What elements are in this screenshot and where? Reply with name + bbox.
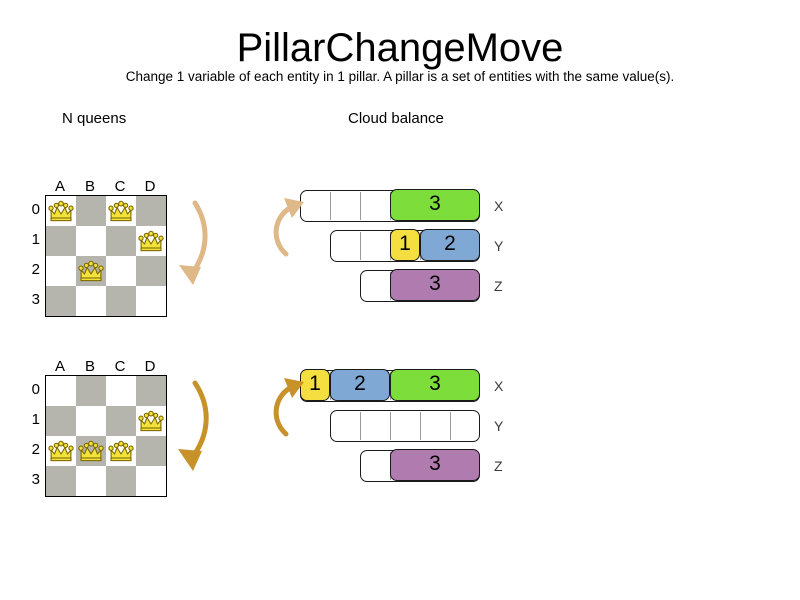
board-cell-D2-after[interactable]: [136, 436, 166, 466]
board-cell-A3-after[interactable]: [46, 466, 76, 496]
process-chip-2-y-before[interactable]: 2: [420, 228, 480, 261]
board-cell-A1-after[interactable]: [46, 406, 76, 436]
board-row-label-2-after: 2: [31, 441, 40, 458]
board-row-label-3-before: 3: [31, 291, 40, 308]
process-chip-3-x-after[interactable]: 3: [390, 368, 480, 401]
queen-icon[interactable]: [48, 199, 74, 223]
board-grid-before: [45, 195, 167, 317]
queen-icon[interactable]: [108, 439, 134, 463]
process-chip-3-z-before[interactable]: 3: [390, 268, 480, 301]
board-cell-A3-before[interactable]: [46, 286, 76, 316]
bar-divider: [449, 412, 451, 440]
board-column-label-a-before: A: [54, 178, 65, 195]
board-column-label-c-before: C: [114, 178, 126, 195]
board-cell-B3-before[interactable]: [76, 286, 106, 316]
board-cell-B3-after[interactable]: [76, 466, 106, 496]
board-column-label-b-after: B: [84, 358, 95, 375]
board-row-label-1-before: 1: [31, 231, 40, 248]
board-row-label-0-after: 0: [31, 381, 40, 398]
board-cell-A0-before[interactable]: [46, 196, 76, 226]
computer-label-z-before: Z: [494, 278, 503, 294]
row-labels-after: 0 1 2 3: [20, 375, 42, 495]
board-column-label-d-before: D: [144, 178, 156, 195]
computer-label-x-after: X: [494, 378, 504, 394]
board-cell-B1-before[interactable]: [76, 226, 106, 256]
process-chip-2-x-after[interactable]: 2: [330, 368, 390, 401]
board-cell-D0-after[interactable]: [136, 376, 166, 406]
bar-divider: [359, 192, 361, 220]
cloud-row-y-after: Y: [265, 410, 525, 444]
bar-divider: [359, 412, 361, 440]
queen-icon[interactable]: [108, 199, 134, 223]
curved-arrow-down-icon: [165, 375, 215, 480]
bar-divider: [419, 412, 421, 440]
queen-icon[interactable]: [138, 229, 164, 253]
bar-divider: [359, 232, 361, 260]
board-row-label-3-after: 3: [31, 471, 40, 488]
page-subtitle: Change 1 variable of each entity in 1 pi…: [125, 69, 675, 84]
process-chip-1-x-after[interactable]: 1: [300, 368, 330, 401]
section-caption-nqueens: N queens: [62, 110, 127, 127]
computer-label-y-after: Y: [494, 418, 504, 434]
board-cell-B2-before[interactable]: [76, 256, 106, 286]
board-cell-B2-after[interactable]: [76, 436, 106, 466]
queen-icon[interactable]: [78, 439, 104, 463]
board-cell-D1-after[interactable]: [136, 406, 166, 436]
column-labels-before: A B C D: [45, 178, 165, 196]
board-column-label-d-after: D: [144, 358, 156, 375]
queen-icon[interactable]: [78, 259, 104, 283]
curved-arrow-down-icon: [165, 195, 215, 295]
board-cell-A2-after[interactable]: [46, 436, 76, 466]
board-cell-C1-before[interactable]: [106, 226, 136, 256]
board-cell-C2-before[interactable]: [106, 256, 136, 286]
board-cell-A0-after[interactable]: [46, 376, 76, 406]
section-caption-cloud: Cloud balance: [348, 110, 444, 127]
board-cell-B0-after[interactable]: [76, 376, 106, 406]
board-cell-A2-before[interactable]: [46, 256, 76, 286]
board-cell-D1-before[interactable]: [136, 226, 166, 256]
queen-icon[interactable]: [48, 439, 74, 463]
curved-arrow-up-icon: [268, 372, 314, 444]
board-cell-D0-before[interactable]: [136, 196, 166, 226]
process-chip-3-z-after[interactable]: 3: [390, 448, 480, 481]
board-cell-C0-after[interactable]: [106, 376, 136, 406]
board-grid-after: [45, 375, 167, 497]
board-cell-B0-before[interactable]: [76, 196, 106, 226]
board-column-label-c-after: C: [114, 358, 126, 375]
board-row-label-2-before: 2: [31, 261, 40, 278]
curved-arrow-up-icon: [268, 192, 314, 264]
board-cell-C0-before[interactable]: [106, 196, 136, 226]
process-chip-1-y-before[interactable]: 1: [390, 228, 420, 261]
board-cell-B1-after[interactable]: [76, 406, 106, 436]
column-labels-after: A B C D: [45, 358, 165, 376]
board-cell-C3-before[interactable]: [106, 286, 136, 316]
computer-bar-y-after[interactable]: [330, 410, 480, 442]
board-cell-C1-after[interactable]: [106, 406, 136, 436]
board-cell-D3-before[interactable]: [136, 286, 166, 316]
board-row-label-1-after: 1: [31, 411, 40, 428]
board-cell-D3-after[interactable]: [136, 466, 166, 496]
board-cell-A1-before[interactable]: [46, 226, 76, 256]
bar-divider: [329, 192, 331, 220]
board-column-label-b-before: B: [84, 178, 95, 195]
board-column-label-a-after: A: [54, 358, 65, 375]
page-title: PillarChangeMove: [236, 26, 564, 70]
process-chip-3-x-before[interactable]: 3: [390, 188, 480, 221]
board-cell-C3-after[interactable]: [106, 466, 136, 496]
board-row-label-0-before: 0: [31, 201, 40, 218]
board-cell-D2-before[interactable]: [136, 256, 166, 286]
bar-divider: [389, 412, 391, 440]
computer-label-z-after: Z: [494, 458, 503, 474]
queen-icon[interactable]: [138, 409, 164, 433]
computer-label-y-before: Y: [494, 238, 504, 254]
computer-label-x-before: X: [494, 198, 504, 214]
row-labels-before: 0 1 2 3: [20, 195, 42, 315]
board-cell-C2-after[interactable]: [106, 436, 136, 466]
